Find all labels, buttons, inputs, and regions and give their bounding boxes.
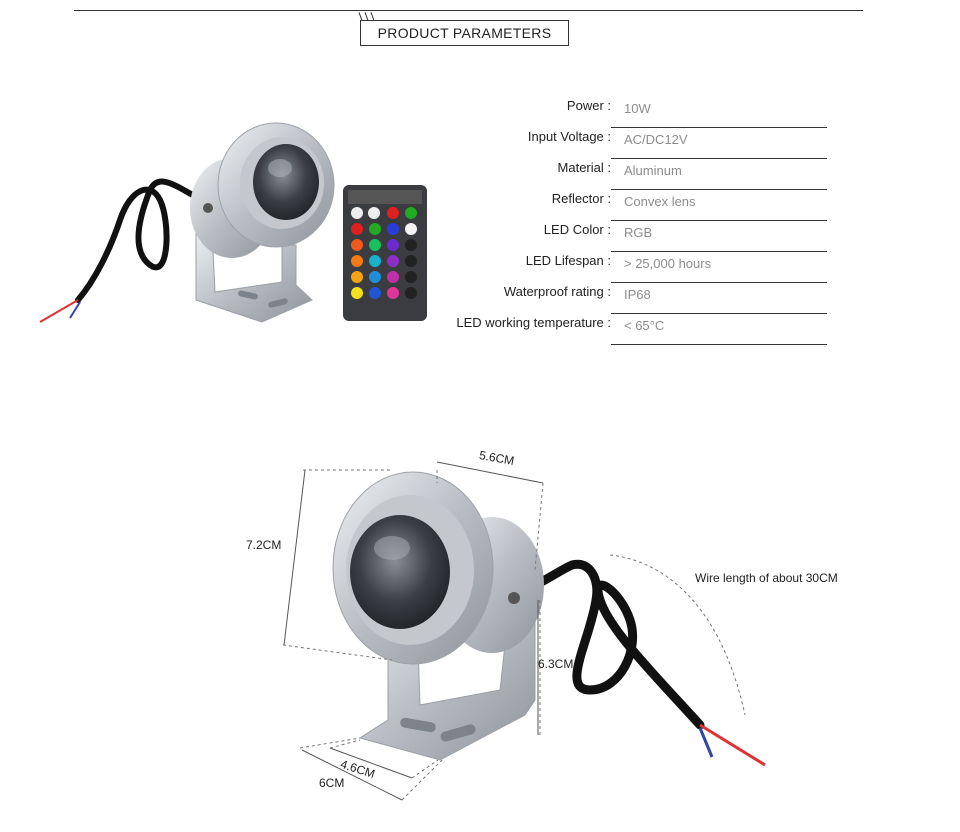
param-underline — [611, 158, 827, 159]
remote-control — [343, 185, 427, 321]
param-row-reflector: Reflector : Convex lens — [430, 190, 827, 221]
param-label: LED Color : — [543, 222, 611, 237]
param-label: Reflector : — [551, 191, 611, 206]
param-label: Input Voltage : — [527, 129, 611, 144]
param-label: LED Lifespan : — [525, 253, 611, 268]
param-underline — [611, 127, 827, 128]
param-value: < 65°C — [624, 318, 665, 333]
param-row-material: Material : Aluminum — [430, 159, 827, 190]
bottom-cable — [507, 559, 766, 767]
param-row-power: Power : 10W — [430, 97, 827, 128]
top-cable — [39, 178, 211, 323]
param-value: Aluminum — [624, 163, 682, 178]
param-row-input-voltage: Input Voltage : AC/DC12V — [430, 128, 827, 159]
param-underline — [611, 344, 827, 345]
dimension-lines — [283, 461, 544, 801]
section-title: PRODUCT PARAMETERS — [360, 20, 569, 46]
param-underline — [611, 282, 827, 283]
param-underline — [611, 313, 827, 314]
dimension-guides — [282, 469, 746, 801]
bottom-housing — [332, 471, 544, 665]
param-row-led-lifespan: LED Lifespan : > 25,000 hours — [430, 252, 827, 283]
param-value: 10W — [624, 101, 651, 116]
param-label: LED working temperature : — [456, 315, 611, 330]
param-underline — [611, 189, 827, 190]
param-label: Power : — [566, 98, 611, 113]
top-bracket — [195, 229, 313, 323]
param-value: > 25,000 hours — [624, 256, 712, 271]
param-value: Convex lens — [624, 194, 696, 209]
param-row-waterproof-rating: Waterproof rating : IP68 — [430, 283, 827, 314]
dimension-height-label: 7.2CM — [246, 538, 282, 552]
top-divider — [74, 10, 863, 11]
bottom-bracket — [358, 589, 536, 761]
top-housing — [190, 122, 335, 258]
param-row-working-temperature: LED working temperature : < 65°C — [430, 314, 827, 345]
param-value: RGB — [624, 225, 653, 240]
param-value: AC/DC12V — [624, 132, 688, 147]
dimension-base-outer-label: 6CM — [319, 776, 345, 790]
param-row-led-color: LED Color : RGB — [430, 221, 827, 252]
dimension-stand-height-label: 6.3CM — [538, 657, 574, 671]
wire-length-label: Wire length of about 30CM — [695, 571, 838, 585]
param-label: Material : — [557, 160, 611, 175]
param-label: Waterproof rating : — [503, 284, 611, 299]
param-value: IP68 — [624, 287, 651, 302]
param-underline — [611, 251, 827, 252]
param-underline — [611, 220, 827, 221]
